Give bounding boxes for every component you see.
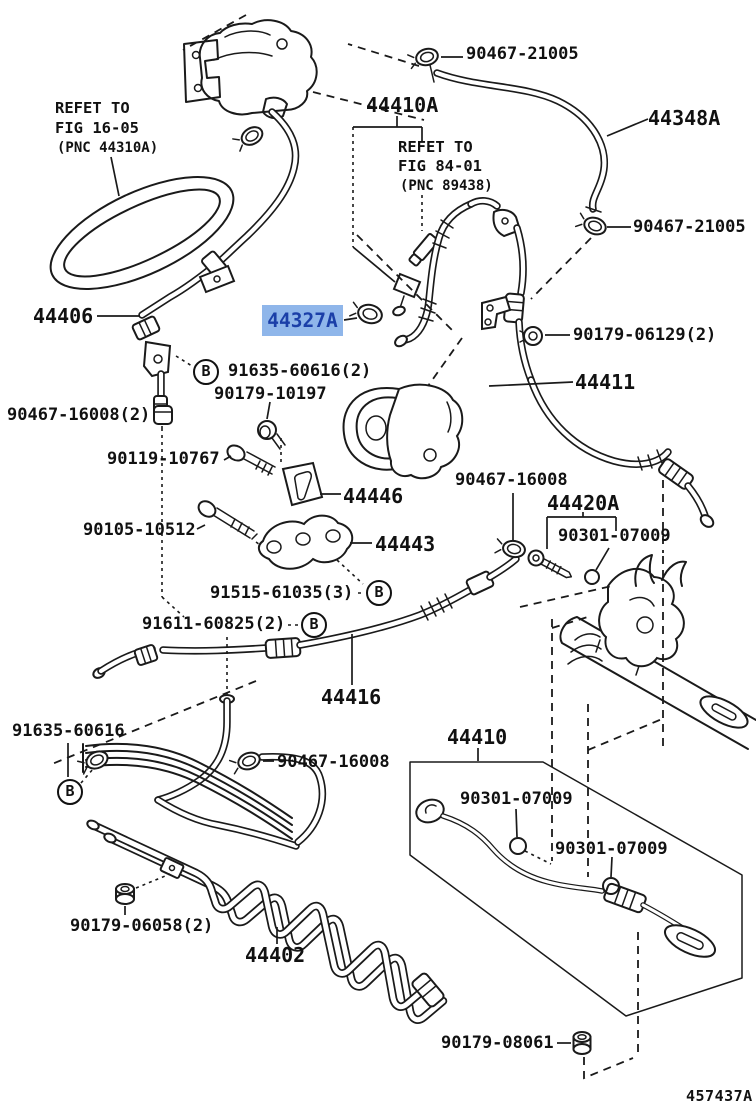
oil-cooler-tube-44402-drawing bbox=[86, 819, 448, 1024]
label-91611-60825: 91611-60825(2) bbox=[142, 614, 286, 634]
label-90105-10512: 90105-10512 bbox=[83, 520, 196, 540]
hose-clamp-icon bbox=[349, 301, 383, 325]
hose-clamp-icon bbox=[574, 212, 607, 236]
bracket-44443-drawing bbox=[257, 514, 372, 626]
label-44420a: 44420A bbox=[547, 491, 620, 515]
hose-clamp-icon bbox=[232, 126, 264, 152]
label-44446: 44446 bbox=[343, 484, 404, 508]
pressure-tube-44416-drawing bbox=[92, 428, 520, 685]
return-tube-44410-box-drawing bbox=[409, 748, 743, 1080]
label-90467-16008-btm: 90467-16008 bbox=[277, 752, 390, 772]
label-90467-16008-mid: 90467-16008 bbox=[455, 470, 568, 490]
label-44410: 44410 bbox=[447, 725, 508, 749]
label-44443: 44443 bbox=[375, 532, 436, 556]
pressure-hose-44411-drawing bbox=[394, 197, 715, 553]
hose-clamp-icon bbox=[76, 750, 109, 775]
label-90119-10767: 90119-10767 bbox=[107, 449, 220, 469]
bolt-90119-10767-drawing bbox=[223, 444, 276, 476]
nut-90179-08061-drawing bbox=[557, 1031, 592, 1055]
refer-fig-84-01-line1: REFET TO bbox=[398, 138, 473, 156]
label-91515-61035: 91515-61035(3) bbox=[210, 583, 354, 603]
b-marker-91611-60825: B bbox=[301, 612, 327, 638]
label-44348a: 44348A bbox=[648, 106, 721, 130]
label-91635-60616-2: 91635-60616(2) bbox=[228, 361, 372, 381]
hose-bundle-drawing bbox=[51, 680, 327, 850]
refer-fig-84-01-line3: (PNC 89438) bbox=[400, 178, 493, 194]
label-clamp-right: 90467-21005 bbox=[633, 217, 746, 237]
label-90467-16008-2: 90467-16008(2) bbox=[7, 405, 151, 425]
label-90301-07009-box1: 90301-07009 bbox=[460, 789, 573, 809]
label-90179-06129: 90179-06129(2) bbox=[573, 325, 717, 345]
hose-clamp-icon bbox=[228, 751, 261, 775]
label-44402: 44402 bbox=[245, 943, 306, 967]
power-steering-pump-drawing bbox=[342, 234, 464, 480]
label-44416: 44416 bbox=[321, 685, 382, 709]
hose-clamp-icon bbox=[494, 538, 526, 559]
b-marker-91515-61035: B bbox=[366, 580, 392, 606]
label-44410a: 44410A bbox=[366, 93, 439, 117]
refer-fig-16-05-line1: REFET TO bbox=[55, 99, 130, 117]
label-90179-06058: 90179-06058(2) bbox=[70, 916, 214, 936]
strap-44446-drawing bbox=[280, 438, 341, 507]
cooler-hose-drawing bbox=[154, 637, 235, 804]
label-90301-07009-box2: 90301-07009 bbox=[555, 839, 668, 859]
label-44327a-highlighted[interactable]: 44327A bbox=[262, 305, 343, 336]
label-44406: 44406 bbox=[33, 304, 94, 328]
label-91635-60616: 91635-60616 bbox=[12, 721, 125, 741]
label-clamp-top: 90467-21005 bbox=[466, 44, 579, 64]
return-tube-44406-drawing bbox=[97, 108, 300, 413]
label-90179-10197: 90179-10197 bbox=[214, 384, 327, 404]
figure-code: 457437A bbox=[686, 1087, 753, 1105]
b-marker-91635-60616: B bbox=[57, 779, 83, 805]
label-44411: 44411 bbox=[575, 370, 636, 394]
reservoir-tank-drawing bbox=[182, 14, 425, 121]
hose-clamp-icon bbox=[407, 47, 439, 70]
callout-brackets-44410a bbox=[352, 116, 423, 283]
refer-fig-16-05-line3: (PNC 44310A) bbox=[57, 140, 159, 156]
nut-icon bbox=[115, 883, 135, 905]
union-bolt-44420a-drawing bbox=[494, 493, 617, 585]
clip-90467-16008-drawing bbox=[153, 405, 173, 428]
label-90179-08061: 90179-08061 bbox=[441, 1033, 554, 1053]
clamp-44327a-drawing bbox=[343, 301, 383, 325]
b-marker-91635-60616-2: B bbox=[193, 359, 219, 385]
label-90301-07009-mid: 90301-07009 bbox=[558, 526, 671, 546]
bolt-90179-10197-drawing bbox=[257, 401, 286, 450]
nut-icon bbox=[519, 326, 543, 346]
refer-fig-16-05-line2: FIG 16-05 bbox=[55, 119, 139, 137]
bolt-90105-10512-drawing bbox=[196, 500, 268, 551]
steering-gear-drawing bbox=[519, 554, 756, 877]
hose-44348a-drawing bbox=[347, 43, 649, 300]
refer-fig-84-01-line2: FIG 84-01 bbox=[398, 157, 482, 175]
drive-belt-drawing bbox=[49, 156, 235, 290]
